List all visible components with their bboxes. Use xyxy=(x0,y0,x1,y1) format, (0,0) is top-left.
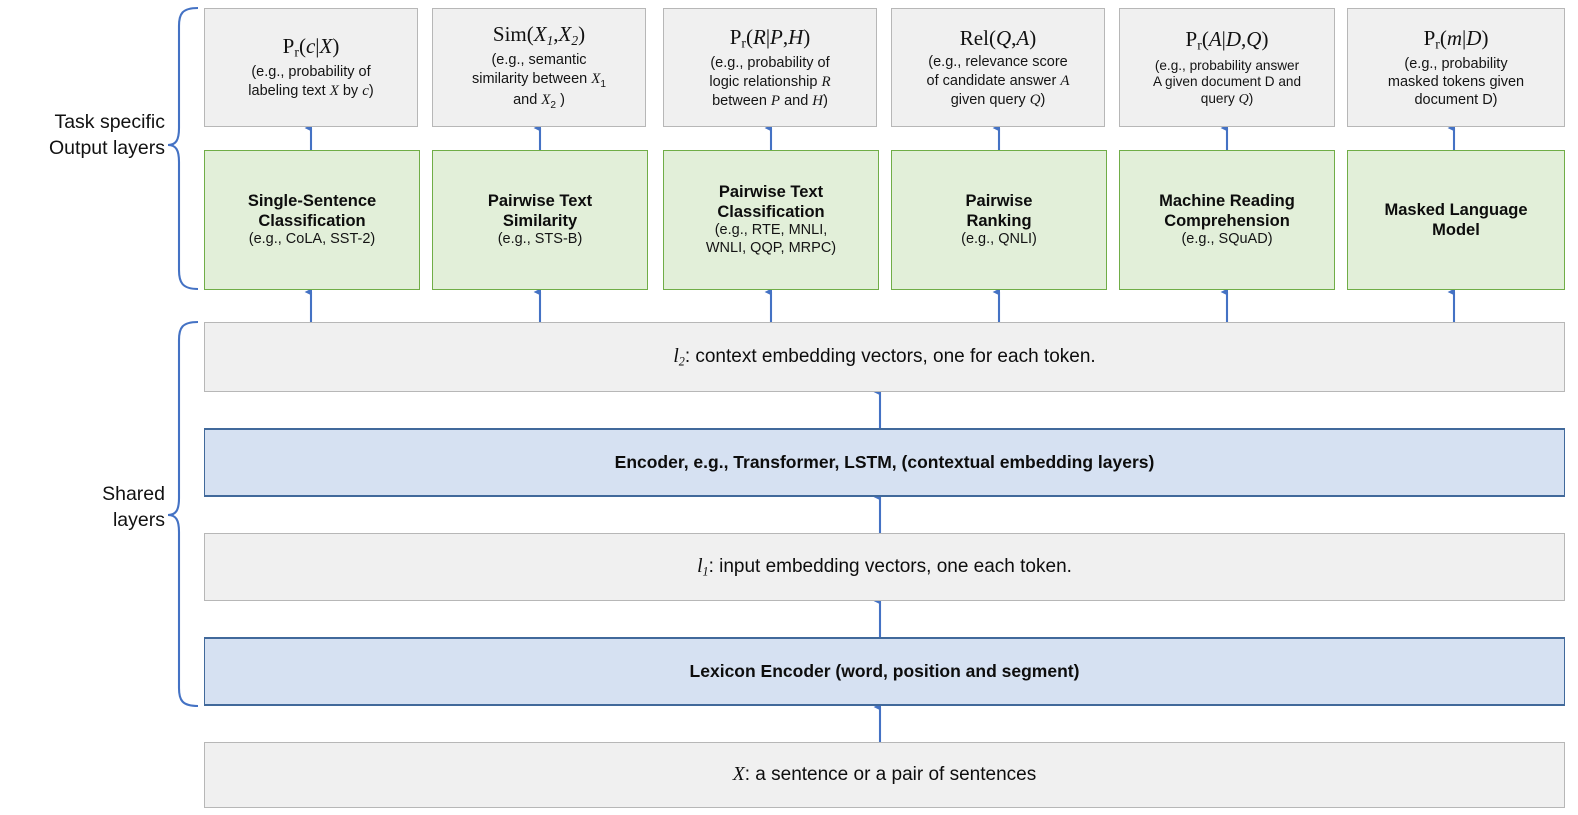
task-examples-3: (e.g., QNLI) xyxy=(961,231,1037,248)
task-box-single-sentence-classification[interactable]: Single-Sentence Classification (e.g., Co… xyxy=(204,150,420,290)
output-box-single-sentence[interactable]: Pr(c|X) (e.g., probability of labeling t… xyxy=(204,8,418,127)
bracket-shared-layers xyxy=(167,320,199,708)
task-box-pairwise-text-similarity[interactable]: Pairwise Text Similarity (e.g., STS-B) xyxy=(432,150,648,290)
label-task-specific-line1: Task specific xyxy=(54,111,165,133)
shared-layer-l1[interactable]: l1: input embedding vectors, one each to… xyxy=(204,533,1565,601)
output-formula-1: Sim(X1,X2) xyxy=(492,22,586,49)
shared-layer-encoder[interactable]: Encoder, e.g., Transformer, LSTM, (conte… xyxy=(204,428,1565,497)
output-desc-0: (e.g., probability of labeling text X by… xyxy=(248,64,374,100)
output-box-relevance[interactable]: Rel(Q,A) (e.g., relevance score of candi… xyxy=(891,8,1105,127)
task-title-3: Pairwise Ranking xyxy=(965,192,1033,231)
task-title-4: Machine Reading Comprehension xyxy=(1159,192,1295,231)
shared-layer-encoder-label: Encoder, e.g., Transformer, LSTM, (conte… xyxy=(614,451,1155,472)
task-box-pairwise-ranking[interactable]: Pairwise Ranking (e.g., QNLI) xyxy=(891,150,1107,290)
output-box-similarity[interactable]: Sim(X1,X2) (e.g., semantic similarity be… xyxy=(432,8,646,127)
shared-layer-lexicon-encoder-label: Lexicon Encoder (word, position and segm… xyxy=(689,660,1080,681)
task-box-pairwise-text-classification[interactable]: Pairwise Text Classification (e.g., RTE,… xyxy=(663,150,879,290)
output-formula-0: Pr(c|X) xyxy=(282,34,340,60)
input-layer-label: X: a sentence or a pair of sentences xyxy=(732,764,1037,786)
output-desc-2: (e.g., probability of logic relationship… xyxy=(709,55,831,109)
task-examples-1: (e.g., STS-B) xyxy=(497,231,583,248)
output-formula-4: Pr(A|D,Q) xyxy=(1185,27,1269,53)
task-title-1: Pairwise Text Similarity xyxy=(487,192,593,231)
output-formula-5: Pr(m|D) xyxy=(1423,25,1489,52)
output-desc-4: (e.g., probability answer A given docume… xyxy=(1152,57,1302,107)
task-title-5: Masked Language Model xyxy=(1384,200,1528,239)
output-formula-3: Rel(Q,A) xyxy=(959,25,1037,50)
task-examples-0: (e.g., CoLA, SST-2) xyxy=(248,231,376,248)
shared-layer-l1-label: l1: input embedding vectors, one each to… xyxy=(697,555,1072,579)
label-task-specific-output-layers: Task specific Output layers xyxy=(10,110,165,161)
task-examples-2: (e.g., RTE, MNLI, WNLI, QQP, MRPC) xyxy=(705,222,837,257)
output-formula-2: Pr(R|P,H) xyxy=(729,24,811,51)
output-desc-3: (e.g., relevance score of candidate answ… xyxy=(926,54,1070,108)
output-box-masked-prob[interactable]: Pr(m|D) (e.g., probability masked tokens… xyxy=(1347,8,1565,127)
task-box-machine-reading-comprehension[interactable]: Machine Reading Comprehension (e.g., SQu… xyxy=(1119,150,1335,290)
output-desc-1: (e.g., semantic similarity between X1 an… xyxy=(471,52,607,112)
task-box-masked-language-model[interactable]: Masked Language Model xyxy=(1347,150,1565,290)
output-box-answer-prob[interactable]: Pr(A|D,Q) (e.g., probability answer A gi… xyxy=(1119,8,1335,127)
label-shared-line1: Shared xyxy=(102,483,165,505)
task-title-2: Pairwise Text Classification xyxy=(717,183,825,222)
arrows-task-to-output xyxy=(304,124,1456,150)
shared-layer-l2[interactable]: l2: context embedding vectors, one for e… xyxy=(204,322,1565,392)
shared-layer-lexicon-encoder[interactable]: Lexicon Encoder (word, position and segm… xyxy=(204,637,1565,706)
bracket-task-specific xyxy=(167,6,199,291)
arrows-l2-to-task xyxy=(304,288,1456,322)
shared-layer-l2-label: l2: context embedding vectors, one for e… xyxy=(673,345,1096,369)
task-examples-4: (e.g., SQuAD) xyxy=(1181,231,1273,248)
label-shared-line2: layers xyxy=(112,508,165,531)
input-layer-box[interactable]: X: a sentence or a pair of sentences xyxy=(204,742,1565,808)
task-title-0: Single-Sentence Classification xyxy=(247,192,377,231)
label-shared-layers: Shared layers xyxy=(10,482,165,533)
output-box-logic-relation[interactable]: Pr(R|P,H) (e.g., probability of logic re… xyxy=(663,8,877,127)
label-task-specific-line2: Output layers xyxy=(49,136,165,159)
output-desc-5: (e.g., probability masked tokens given d… xyxy=(1387,56,1525,108)
